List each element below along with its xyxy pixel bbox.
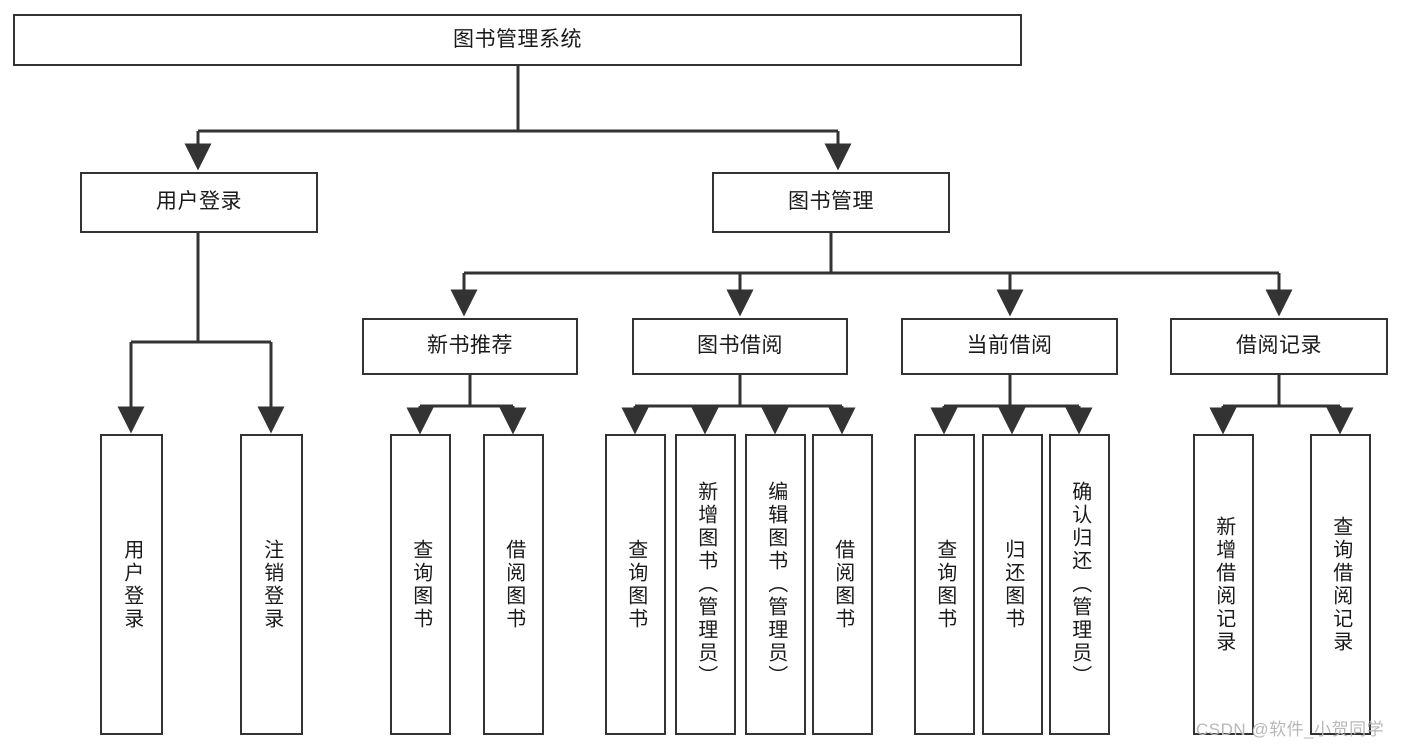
leaf-current-borrow-query[interactable]: 查询图书 bbox=[914, 434, 975, 735]
leaf-user-login-signin-label: 用户登录 bbox=[120, 538, 143, 631]
leaf-user-login-signin[interactable]: 用户登录 bbox=[100, 434, 163, 735]
node-book-borrow[interactable]: 图书借阅 bbox=[632, 318, 848, 375]
leaf-current-borrow-query-label: 查询图书 bbox=[933, 538, 956, 631]
leaf-new-book-borrow[interactable]: 借阅图书 bbox=[483, 434, 544, 735]
leaf-new-book-query-label: 查询图书 bbox=[409, 538, 432, 631]
leaf-borrow-record-query-label: 查询借阅记录 bbox=[1329, 515, 1352, 654]
node-current-borrow-label: 当前借阅 bbox=[966, 334, 1053, 358]
node-current-borrow[interactable]: 当前借阅 bbox=[901, 318, 1118, 375]
node-user-login-label: 用户登录 bbox=[156, 190, 242, 214]
leaf-borrow-record-query[interactable]: 查询借阅记录 bbox=[1310, 434, 1371, 735]
node-root[interactable]: 图书管理系统 bbox=[13, 14, 1022, 66]
watermark: CSDN @软件_小贺同学 bbox=[1196, 720, 1385, 739]
leaf-book-borrow-query-label: 查询图书 bbox=[624, 538, 647, 631]
leaf-current-borrow-confirm-label: 确认归还（管理员） bbox=[1068, 481, 1091, 688]
leaf-current-borrow-confirm[interactable]: 确认归还（管理员） bbox=[1049, 434, 1110, 735]
leaf-book-borrow-lend-label: 借阅图书 bbox=[831, 538, 854, 631]
leaf-user-login-signout-label: 注销登录 bbox=[260, 538, 283, 631]
leaf-current-borrow-return-label: 归还图书 bbox=[1001, 538, 1024, 631]
leaf-current-borrow-return[interactable]: 归还图书 bbox=[982, 434, 1043, 735]
node-root-label: 图书管理系统 bbox=[453, 27, 582, 51]
node-book-management[interactable]: 图书管理 bbox=[712, 172, 950, 233]
leaf-borrow-record-add-label: 新增借阅记录 bbox=[1212, 515, 1235, 654]
node-borrow-record-label: 借阅记录 bbox=[1236, 334, 1322, 358]
leaf-new-book-query[interactable]: 查询图书 bbox=[390, 434, 451, 735]
node-user-login[interactable]: 用户登录 bbox=[80, 172, 318, 233]
leaf-book-borrow-query[interactable]: 查询图书 bbox=[605, 434, 666, 735]
leaf-book-borrow-add[interactable]: 新增图书（管理员） bbox=[675, 434, 736, 735]
node-book-management-label: 图书管理 bbox=[788, 190, 874, 214]
leaf-book-borrow-edit-label: 编辑图书（管理员） bbox=[764, 481, 787, 688]
node-new-book-recommend-label: 新书推荐 bbox=[427, 334, 513, 358]
node-new-book-recommend[interactable]: 新书推荐 bbox=[362, 318, 578, 375]
leaf-new-book-borrow-label: 借阅图书 bbox=[502, 538, 525, 631]
leaf-user-login-signout[interactable]: 注销登录 bbox=[240, 434, 303, 735]
node-book-borrow-label: 图书借阅 bbox=[697, 334, 783, 358]
leaf-book-borrow-lend[interactable]: 借阅图书 bbox=[812, 434, 873, 735]
node-borrow-record[interactable]: 借阅记录 bbox=[1170, 318, 1388, 375]
leaf-borrow-record-add[interactable]: 新增借阅记录 bbox=[1193, 434, 1254, 735]
leaf-book-borrow-edit[interactable]: 编辑图书（管理员） bbox=[745, 434, 806, 735]
leaf-book-borrow-add-label: 新增图书（管理员） bbox=[694, 481, 717, 688]
